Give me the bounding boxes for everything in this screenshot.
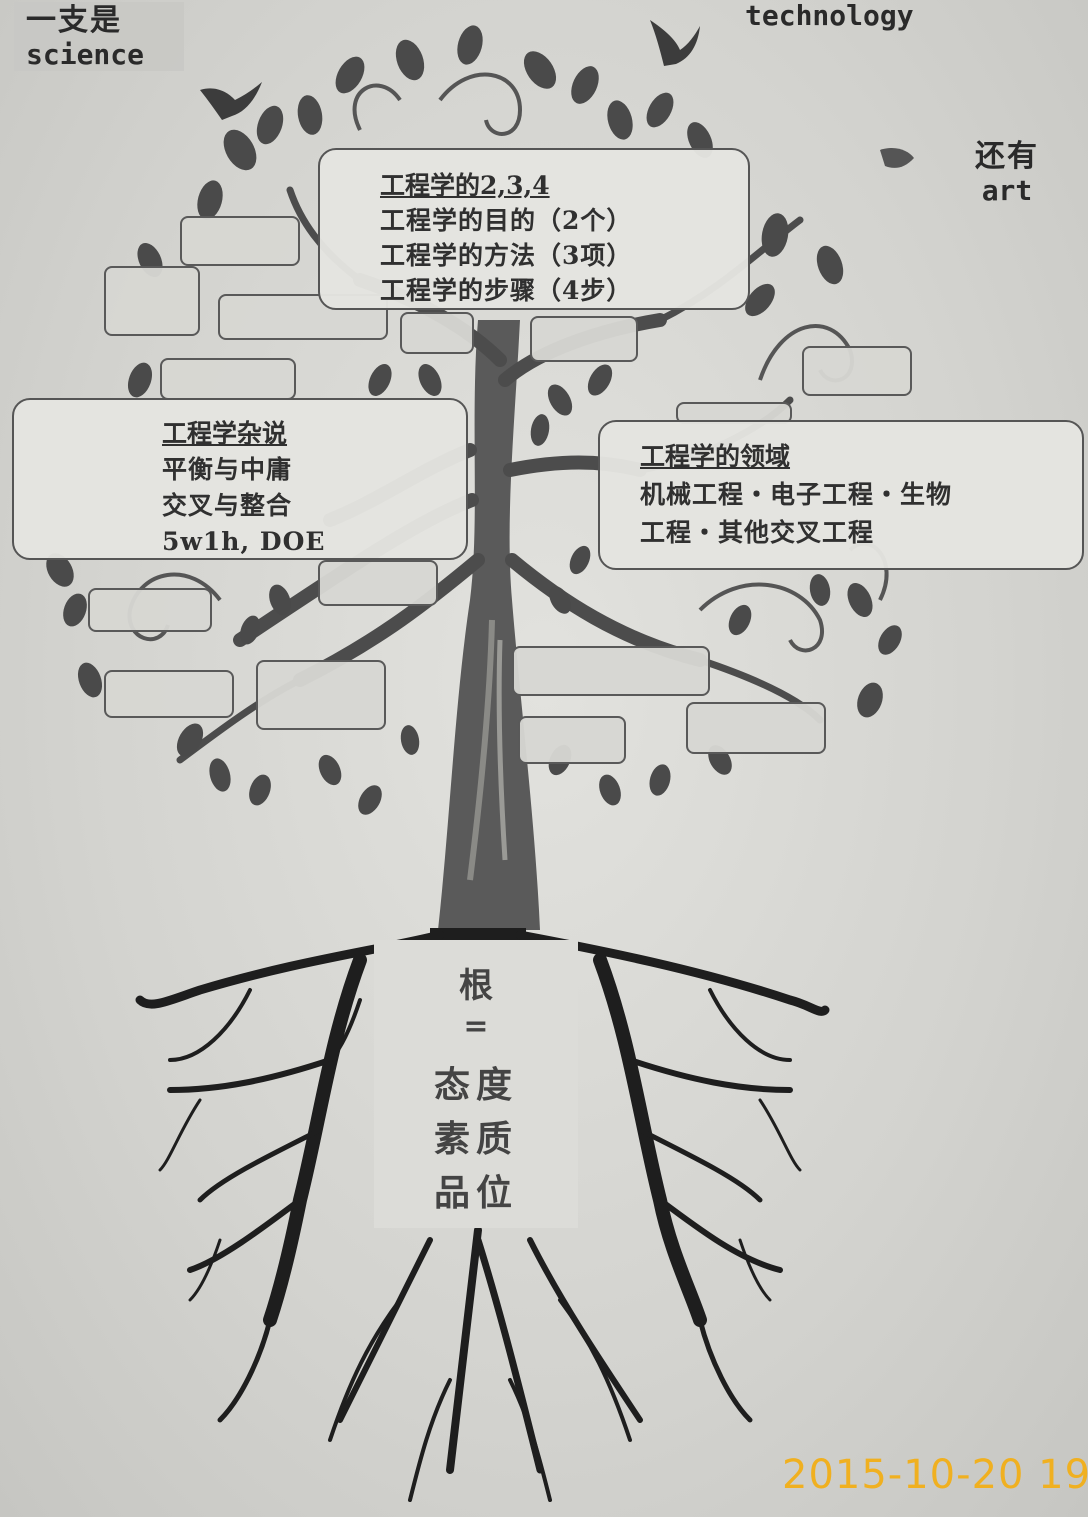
box-engineering-fields-line: 机械工程・电子工程・生物 <box>640 480 953 509</box>
note-science: 一支是 science <box>14 2 185 71</box>
bird-icon-top <box>650 20 700 66</box>
box-engineering-fields-line: 工程・其他交叉工程 <box>640 518 875 547</box>
blank-tag <box>160 358 296 400</box>
blank-tag <box>802 346 912 396</box>
blank-tag <box>180 216 300 266</box>
blank-tag <box>686 702 826 754</box>
bird-icon-left <box>200 82 262 120</box>
blank-tag <box>88 588 212 632</box>
box-engineering-misc-line: 交叉与整合 <box>162 491 293 520</box>
roots-line: 品位 <box>433 1172 518 1214</box>
blank-tag <box>256 660 386 730</box>
roots-line: 素质 <box>433 1118 518 1160</box>
blank-tag <box>530 316 638 362</box>
box-engineering-misc: 工程学杂说 平衡与中庸 交叉与整合 5w1h, DOE <box>12 398 468 560</box>
blank-tag <box>400 312 474 354</box>
box-engineering-misc-line: 5w1h, DOE <box>162 527 326 556</box>
note-technology-en: technology <box>745 0 914 33</box>
blank-tag <box>512 646 710 696</box>
blank-tag <box>104 266 200 336</box>
roots-title: 根 <box>459 966 493 1006</box>
note-art-zh: 还有 <box>975 139 1039 174</box>
blank-tag <box>318 560 438 606</box>
box-engineering-234: 工程学的2,3,4 工程学的目的（2个） 工程学的方法（3项） 工程学的步骤（4… <box>318 148 750 310</box>
blank-tag <box>518 716 626 764</box>
box-engineering-234-line: 工程学的方法（3项） <box>380 241 633 270</box>
box-engineering-fields-title: 工程学的领域 <box>640 442 791 471</box>
blank-tag <box>104 670 234 718</box>
roots-panel: 根 = 态度 素质 品位 <box>374 940 578 1228</box>
bird-icon-right <box>880 147 914 168</box>
box-engineering-misc-title: 工程学杂说 <box>162 419 288 448</box>
note-art: 还有 art <box>975 139 1039 207</box>
note-science-en: science <box>26 37 145 71</box>
box-engineering-234-line: 工程学的步骤（4步） <box>380 276 633 305</box>
note-science-zh: 一支是 <box>26 3 122 38</box>
photo-timestamp: 2015-10-20 19: <box>782 1452 1088 1498</box>
box-engineering-234-line: 工程学的目的（2个） <box>380 206 633 235</box>
roots-line: 态度 <box>433 1064 518 1106</box>
box-engineering-misc-line: 平衡与中庸 <box>162 455 293 484</box>
box-engineering-fields: 工程学的领域 机械工程・电子工程・生物 工程・其他交叉工程 <box>598 420 1084 570</box>
note-art-en: art <box>981 173 1033 207</box>
roots-equals: = <box>463 1009 489 1044</box>
note-technology: technology <box>745 0 914 33</box>
box-engineering-234-title: 工程学的2,3,4 <box>380 171 550 200</box>
